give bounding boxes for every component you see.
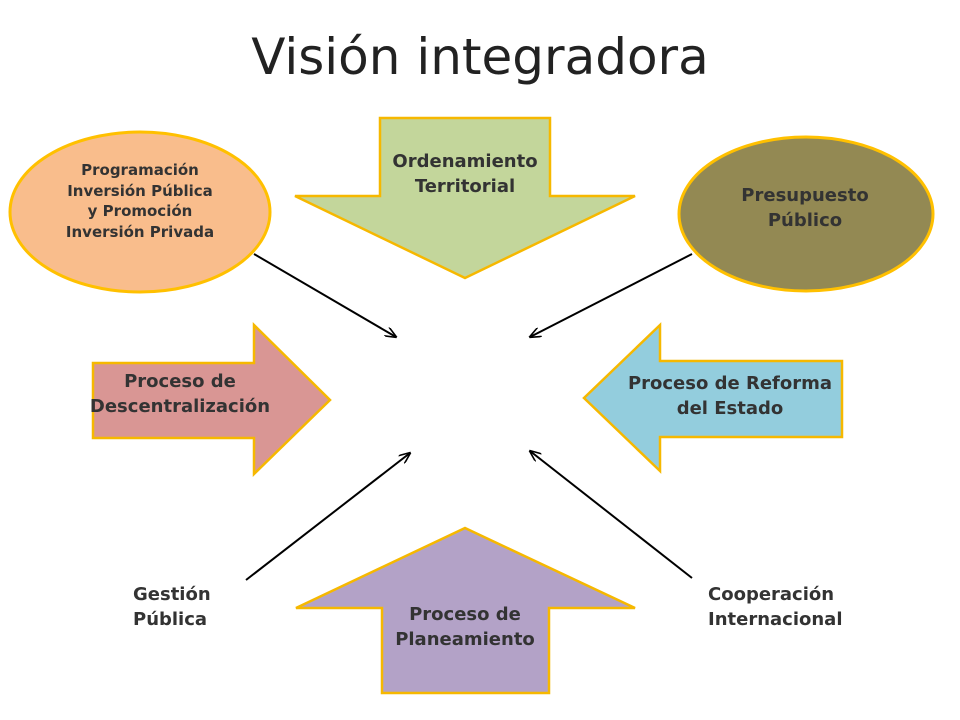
label-reforma: Proceso de Reforma del Estado xyxy=(627,373,833,419)
arrow-down-ordenamiento xyxy=(294,116,636,280)
connector-cooperacion xyxy=(530,451,693,579)
label-presupuesto: Presupuesto Público xyxy=(741,185,869,231)
connector-programacion xyxy=(253,253,396,337)
connector-presupuesto xyxy=(530,253,693,337)
label-planeamiento: Proceso de Planeamiento xyxy=(395,604,535,650)
arrow-left-reforma xyxy=(582,322,844,474)
label-programacion: Programación Inversión Pública y Promoci… xyxy=(65,161,215,242)
slide-title: Visión integradora xyxy=(251,28,709,86)
ellipse-presupuesto xyxy=(677,135,935,293)
label-descentralizacion: Proceso de Descentralización xyxy=(89,371,271,417)
label-ordenamiento: Ordenamiento Territorial xyxy=(392,151,538,197)
arrow-right-descentralizacion xyxy=(91,322,332,477)
connector-gestion xyxy=(245,453,410,581)
ellipse-programacion xyxy=(8,130,272,294)
arrow-up-planeamiento xyxy=(295,526,636,695)
label-cooperacion: Cooperación Internacional xyxy=(708,584,843,630)
label-gestion: Gestión Pública xyxy=(133,584,211,630)
